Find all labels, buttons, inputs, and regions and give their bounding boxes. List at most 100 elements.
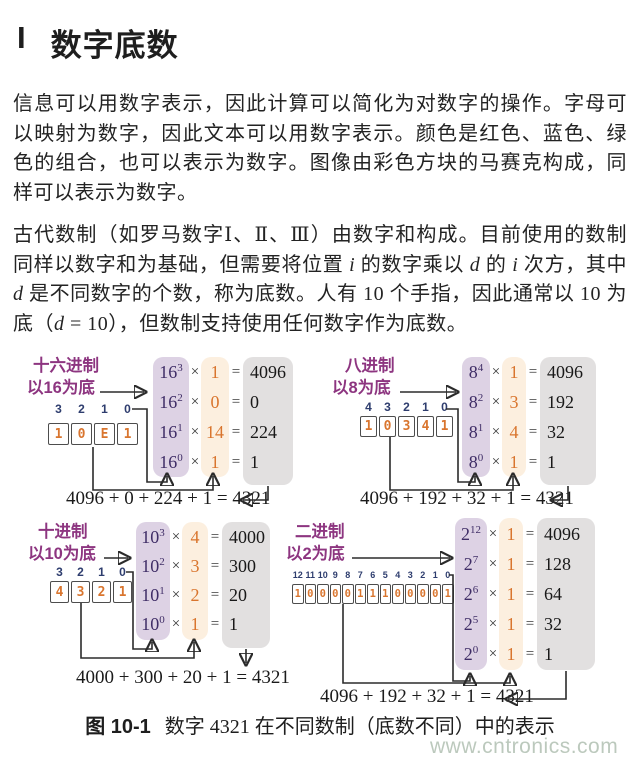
watermark: www.cntronics.com: [430, 735, 619, 758]
power-base: 103: [141, 527, 165, 547]
position-label: 9: [332, 570, 338, 580]
power-base: 162: [159, 391, 183, 412]
equals-sign: =: [231, 453, 241, 470]
multiply-sign: ×: [190, 453, 200, 470]
sum-line: 4000 + 300 + 20 + 1 = 4321: [76, 667, 290, 688]
power-exponent: 3: [177, 361, 183, 374]
equals-sign: =: [231, 393, 241, 410]
quadrant-title: 十进制: [38, 523, 88, 541]
digit-box: 1: [367, 584, 379, 604]
power-exponent: 0: [177, 451, 183, 464]
sum-line: 4096 + 192 + 32 + 1 = 4321: [320, 686, 534, 707]
digit-box: 1: [48, 423, 69, 445]
digit-value: 1: [210, 451, 220, 472]
equals-sign: =: [210, 558, 220, 574]
power-exponent: 2: [177, 391, 183, 404]
equals-sign: =: [528, 453, 538, 470]
digit-value: 1: [506, 553, 516, 574]
equals-sign: =: [525, 615, 535, 632]
multiply-sign: ×: [491, 363, 501, 380]
position-label: 3: [56, 565, 63, 579]
paragraph-2: 古代数制（如罗马数字Ⅰ、Ⅱ、Ⅲ）由数字和构成。目前使用的数制同样以数字和为基础，…: [13, 221, 627, 339]
equals-sign: =: [231, 363, 241, 380]
position-label: 3: [55, 402, 62, 416]
page-title: I 数字底数: [17, 20, 179, 65]
text-segment: 次方，其中: [518, 253, 628, 276]
quadrant-title: 八进制: [345, 357, 395, 375]
equals-sign: =: [210, 587, 220, 603]
paragraph-1: 信息可以用数字表示，因此计算可以简化为对数字的操作。字母可以映射为数字，因此文本…: [13, 90, 627, 208]
power-base: 163: [159, 361, 183, 382]
row-result: 20: [229, 585, 247, 605]
position-label: 2: [77, 565, 84, 579]
base-note: 以10为底: [28, 545, 96, 563]
power-row: 80×1=1: [462, 447, 596, 477]
digit-box: 2: [92, 581, 111, 603]
equals-sign: =: [528, 363, 538, 380]
text-segment: 的数字乘以: [355, 253, 470, 276]
digit-box: 1: [113, 581, 132, 603]
power-exponent: 7: [472, 553, 479, 566]
power-exponent: 1: [477, 421, 484, 434]
position-row: 3 2 1 0: [50, 565, 132, 579]
digit-box: 3: [71, 581, 90, 603]
position-label: 0: [441, 400, 448, 414]
power-row: 100×1=1: [136, 610, 270, 639]
power-exponent: 6: [472, 583, 479, 596]
equals-sign: =: [525, 645, 535, 662]
position-label: 6: [370, 570, 376, 580]
quadrant-title: 十六进制: [33, 357, 99, 375]
row-result: 192: [547, 391, 574, 412]
digit-box: 0: [429, 584, 441, 604]
text-segment: 的: [480, 253, 513, 276]
sum-line: 4096 + 192 + 32 + 1 = 4321: [360, 488, 574, 509]
position-label: 5: [382, 570, 388, 580]
digit-value: 1: [506, 643, 516, 664]
figure-10-1: 十六进制 以16为底 3 2 1 0 1 0 E 1 163×1=4096 16…: [0, 352, 640, 714]
digit-box: 0: [379, 416, 396, 437]
digit-value: 1: [509, 451, 519, 472]
power-base: 212: [461, 523, 481, 544]
digit-box-row: 1 0 0 0 0 1 1 1 0 0 0 0 1: [292, 584, 454, 604]
row-result: 32: [547, 421, 565, 442]
text-segment: 古代数制（如罗马数字Ⅰ、Ⅱ、Ⅲ）由数字和构成。目前使用的数制同样以数字和为基础，…: [13, 224, 627, 276]
digit-box: 1: [442, 584, 454, 604]
multiply-sign: ×: [491, 423, 501, 440]
power-exponent: 0: [477, 451, 484, 464]
position-label: 8: [345, 570, 351, 580]
digit-box-row: 1 0 E 1: [48, 423, 138, 445]
power-row: 163×1=4096: [153, 357, 293, 387]
math-var-d: d: [13, 283, 24, 305]
digit-box: 0: [404, 584, 416, 604]
math-var-d: d: [469, 253, 481, 276]
digit-box: 1: [117, 423, 138, 445]
power-row: 20×1=1: [455, 639, 595, 669]
power-row: 103×4=4000: [136, 523, 270, 552]
position-label: 1: [98, 565, 105, 579]
position-label: 0: [119, 565, 126, 579]
multiply-sign: ×: [171, 587, 181, 603]
digit-box: 0: [392, 584, 404, 604]
digit-box: 0: [71, 423, 92, 445]
quadrant-title: 二进制: [295, 523, 345, 541]
position-label: 4: [395, 570, 401, 580]
digit-value: 4: [509, 421, 519, 442]
digit-value: 1: [506, 613, 516, 634]
power-row: 26×1=64: [455, 579, 595, 609]
digit-value: 1: [506, 523, 516, 544]
power-row: 84×1=4096: [462, 357, 596, 387]
power-exponent: 1: [177, 421, 183, 434]
chapter-marker: I: [17, 20, 27, 55]
power-row: 160×1=1: [153, 447, 293, 477]
digit-box: 0: [417, 584, 429, 604]
digit-box: 1: [379, 584, 391, 604]
power-base: 102: [141, 556, 165, 576]
digit-box-row: 1 0 3 4 1: [360, 416, 453, 437]
math-var-i: i: [512, 253, 519, 276]
equals-sign: =: [525, 525, 535, 542]
power-exponent: 0: [472, 643, 479, 656]
power-base: 27: [463, 553, 479, 574]
text-segment: 信息可以用数字表示，因此计算可以简化为对数字的操作。字母可以映射为数字，因此文本…: [13, 93, 627, 204]
math-var-d: d: [54, 312, 65, 335]
